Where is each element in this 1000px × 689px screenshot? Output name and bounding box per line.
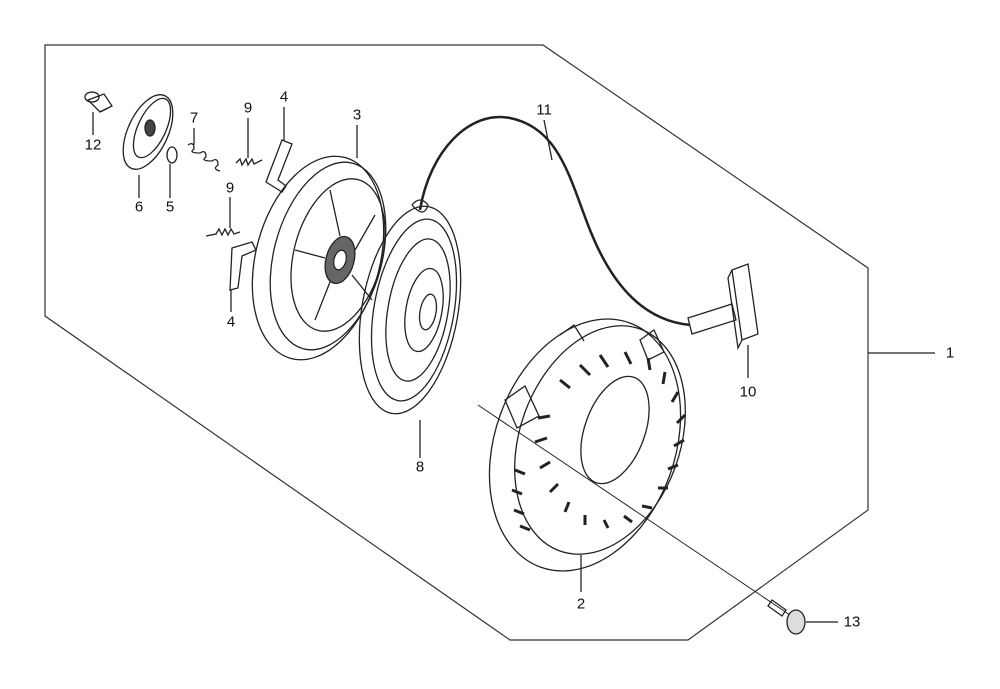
spring-9b [205, 227, 241, 237]
washer-5 [166, 146, 178, 164]
callout-11: 11 [536, 101, 552, 119]
callout-9-top: 9 [243, 99, 253, 117]
callout-12: 12 [84, 136, 102, 154]
assembly-axis [477, 404, 791, 616]
recoil-pulley-3 [251, 155, 387, 361]
case-vents [511, 351, 687, 532]
spring-9a [235, 157, 263, 167]
callout-9-bottom: 9 [225, 179, 235, 197]
recoil-spring-8 [358, 205, 462, 415]
callout-8: 8 [415, 458, 425, 476]
starter-rope-11 [418, 115, 691, 327]
assembly-outline [44, 44, 869, 641]
callout-4-top: 4 [279, 88, 289, 106]
ratchet-guide-6 [122, 94, 174, 170]
callout-4-bottom: 4 [226, 313, 236, 331]
callout-1: 1 [945, 344, 955, 362]
callout-2: 2 [576, 595, 586, 613]
callout-10: 10 [739, 383, 757, 401]
ratchet-4a [265, 139, 293, 193]
callout-6: 6 [134, 198, 144, 216]
flange-bolt-13 [767, 599, 806, 635]
callout-5: 5 [165, 198, 175, 216]
callout-7: 7 [189, 109, 199, 127]
ratchet-4b [229, 241, 257, 291]
bolt-12 [84, 91, 113, 113]
starter-grip-10 [687, 263, 759, 351]
callout-3: 3 [352, 106, 362, 124]
callout-13: 13 [843, 613, 861, 631]
spring-7 [187, 143, 221, 172]
